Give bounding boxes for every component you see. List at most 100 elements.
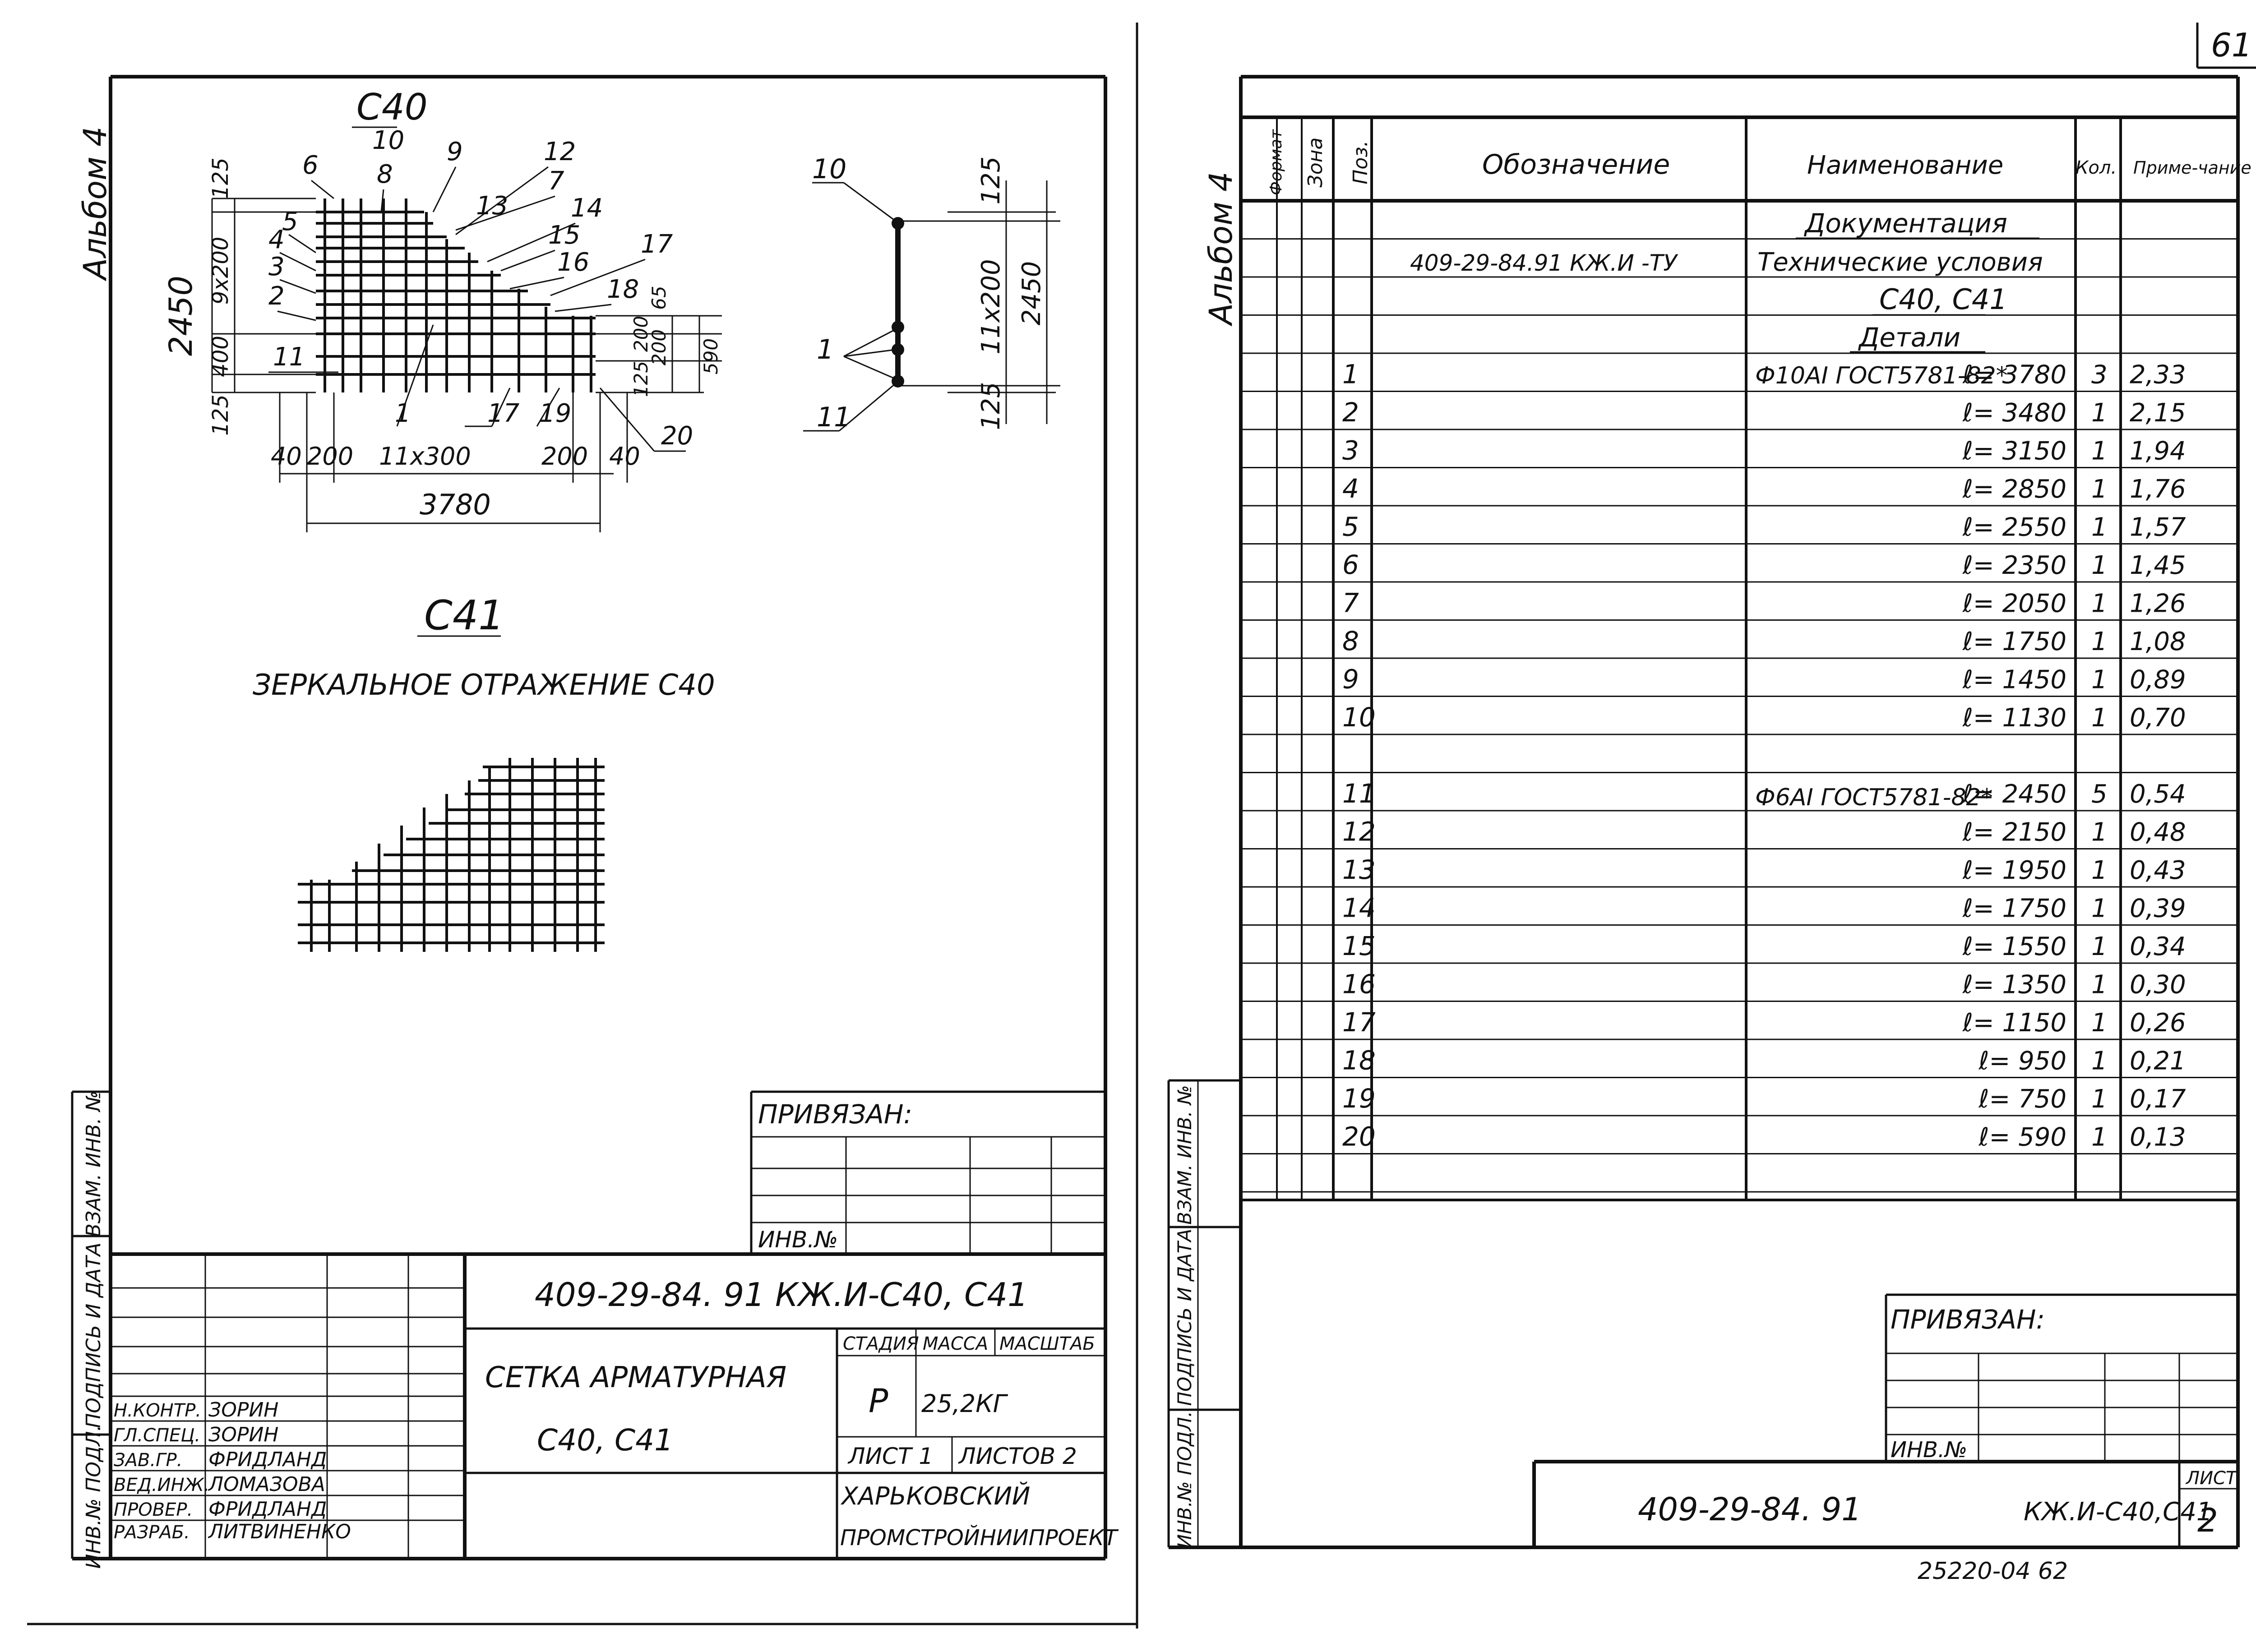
stamp-person: ФРИДЛАНД <box>208 1498 327 1521</box>
spec-qty: 1 <box>2091 665 2108 695</box>
spec-name: ℓ= 950 <box>1978 1047 2066 1076</box>
album-label: Альбом 4 <box>77 126 114 281</box>
side-label-inv: ИНВ.№ ПОДЛ. <box>82 1425 105 1569</box>
spec-note: 1,76 <box>2130 475 2186 504</box>
c40-title: С40 <box>356 86 428 128</box>
right-side-vzam: ВЗАМ. ИНВ. № <box>1174 1085 1196 1225</box>
stamp-person: ЗОРИН <box>208 1423 278 1446</box>
dim-c40-h9x200: 9x200 <box>208 237 233 305</box>
spec-note: 1,08 <box>2130 627 2186 656</box>
dim-c40-b11x300: 11x300 <box>379 442 471 471</box>
side-dim-11x200: 11x200 <box>976 259 1006 354</box>
stamp-person: ФРИДЛАНД <box>208 1448 327 1471</box>
c40-label: 20 <box>661 421 693 451</box>
dim-c40-b40a: 40 <box>271 442 302 471</box>
dim-c40-r200b: 200 <box>630 316 652 352</box>
footer-code: 25220-04 62 <box>1918 1558 2068 1585</box>
stamp-org-2: ПРОМСТРОЙНИИПРОЕКТ <box>840 1525 1119 1550</box>
stamp-person: ЛИТВИНЕНКО <box>208 1520 351 1543</box>
left-title-2: С40, С41 <box>537 1423 673 1458</box>
spec-pos: 18 <box>1342 1045 1376 1076</box>
hdr-note: Приме-чание <box>2133 158 2251 178</box>
hdr-zone: Зона <box>1304 138 1327 188</box>
spec-pos: 3 <box>1342 435 1359 466</box>
spec-qty: 1 <box>2091 398 2108 428</box>
spec-pos: 2 <box>1342 397 1359 428</box>
spec-note: 0,26 <box>2130 1008 2186 1038</box>
spec-name: ℓ= 3480 <box>1962 398 2066 428</box>
spec-qty: 1 <box>2091 475 2108 504</box>
stamp-role: ПРОВЕР. <box>114 1500 193 1520</box>
right-inv-no: ИНВ.№ <box>1891 1437 1967 1463</box>
spec-note: 0,89 <box>2130 665 2186 695</box>
spec-name: ℓ= 590 <box>1978 1123 2066 1152</box>
stamp-role: ЗАВ.ГР. <box>114 1450 182 1471</box>
spec-note: 0,43 <box>2130 856 2186 885</box>
spec-qty: 1 <box>2091 589 2108 618</box>
spec-name: ℓ= 1150 <box>1962 1008 2066 1038</box>
group-title: С40, С41 <box>1879 283 2007 316</box>
right-side-inv: ИНВ.№ ПОДЛ. <box>1174 1411 1196 1549</box>
spec-table: Формат Зона Поз. Обозначение Наименовани… <box>1241 115 2251 1201</box>
spec-note: 0,17 <box>2130 1084 2186 1114</box>
spec-name: ℓ= 1450 <box>1962 665 2066 695</box>
spec-qty: 1 <box>2091 1047 2108 1076</box>
c41-caption: ЗЕРКАЛЬНОЕ ОТРАЖЕНИЕ С40 <box>253 669 715 702</box>
spec-name: ℓ= 2050 <box>1962 589 2066 618</box>
dim-c40-b40b: 40 <box>609 442 640 471</box>
spec-note: 1,45 <box>2130 551 2186 580</box>
spec-name: ℓ= 750 <box>1978 1084 2066 1114</box>
spec-pos: 4 <box>1342 473 1359 504</box>
c40-label: 14 <box>571 194 603 223</box>
left-inv-no: ИНВ.№ <box>758 1227 838 1253</box>
spec-pos: 8 <box>1342 626 1359 656</box>
left-privyazan: ПРИВЯЗАН: <box>758 1099 912 1130</box>
stamp-sheet: ЛИСТ 1 <box>847 1443 933 1469</box>
right-side-strip: ВЗАМ. ИНВ. № ПОДПИСЬ И ДАТА ИНВ.№ ПОДЛ. <box>1167 1079 1241 1549</box>
spec-qty: 1 <box>2091 513 2108 542</box>
spec-qty: 1 <box>2091 437 2108 466</box>
dim-c40-b200b: 200 <box>541 442 588 471</box>
spec-name: ℓ= 2550 <box>1962 513 2066 542</box>
dim-c40-r590: 590 <box>700 338 722 374</box>
c40-label: 3 <box>268 252 285 281</box>
dim-c40-b3780: 3780 <box>420 488 491 521</box>
spec-qty: 1 <box>2091 932 2108 961</box>
dim-c40-r200: 200 <box>648 329 670 365</box>
c40-label: 4 <box>268 225 285 254</box>
spec-note: 0,30 <box>2130 970 2186 1000</box>
right-sheet-no: 2 <box>2197 1501 2218 1539</box>
spec-name: ℓ= 2150 <box>1962 818 2066 847</box>
c40-label: 18 <box>607 275 639 304</box>
stamp-col-scale: МАСШТАБ <box>999 1334 1095 1354</box>
spec-pos: 5 <box>1342 512 1359 542</box>
left-title-1: СЕТКА АРМАТУРНАЯ <box>485 1361 786 1394</box>
dim-c40-h125b: 125 <box>208 394 233 436</box>
spec-name: ℓ= 1750 <box>1962 894 2066 923</box>
spec-name: ℓ= 2450 <box>1962 780 2066 809</box>
spec-pos: 1 <box>1342 359 1359 390</box>
dim-c40-r125: 125 <box>630 361 652 397</box>
spec-name: ℓ= 2350 <box>1962 551 2066 580</box>
c40-label: 6 <box>302 151 319 180</box>
dim-c40-r65: 65 <box>648 286 670 309</box>
spec-qty: 1 <box>2091 627 2108 656</box>
spec-pos: 16 <box>1342 969 1376 1000</box>
spec-pos: 19 <box>1342 1083 1376 1114</box>
stamp-org-1: ХАРЬКОВСКИЙ <box>840 1482 1030 1510</box>
side-label: 10 <box>812 153 846 185</box>
spec-name: ℓ= 2850 <box>1962 475 2066 504</box>
group2-title: Ф6АI ГОСТ5781-82* <box>1755 784 1993 811</box>
right-doc-suffix: КЖ.И-С40,С41 <box>2024 1497 2213 1527</box>
spec-qty: 1 <box>2091 1008 2108 1038</box>
spec-qty: 1 <box>2091 818 2108 847</box>
spec-qty: 1 <box>2091 970 2108 1000</box>
mesh-side-view: 10 1 11 125 11x200 2450 125 <box>803 153 1060 433</box>
spec-pos: 17 <box>1342 1007 1376 1038</box>
stamp-col-stage: СТАДИЯ <box>843 1334 919 1354</box>
c40-label: 9 <box>447 137 463 166</box>
spec-pos: 14 <box>1342 893 1376 923</box>
spec-name: ℓ= 1950 <box>1962 856 2066 885</box>
c40-label: 7 <box>548 166 564 196</box>
